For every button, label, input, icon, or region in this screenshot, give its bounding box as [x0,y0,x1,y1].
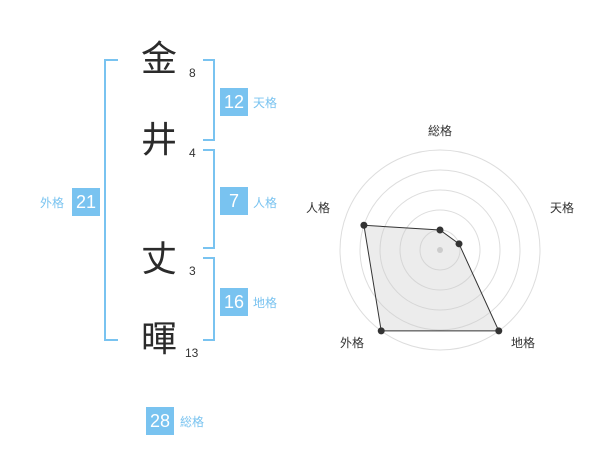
radar-label-soukaku: 総格 [428,124,453,138]
jinkaku-label: 人格 [253,196,278,210]
chikaku-bracket [203,257,215,341]
name-char-1: 金 [140,39,177,80]
chikaku-badge: 16 [220,288,248,316]
name-char-4: 暉 [140,319,177,360]
radar-label-gaikaku: 外格 [340,336,365,350]
stroke-count-4: 13 [185,346,199,360]
tenkaku-label: 天格 [253,96,278,110]
gaikaku-bracket [104,59,118,341]
tenkaku-badge: 12 [220,88,248,116]
name-char-2: 井 [140,120,177,161]
radar-area [363,224,500,332]
soukaku-label: 総格 [180,415,205,429]
radar-ring-4 [359,169,521,331]
name-char-3: 丈 [140,239,177,280]
soukaku-badge: 28 [146,407,174,435]
stroke-count-3: 3 [189,264,196,278]
stroke-count-1: 8 [189,66,196,80]
radar-point-1 [436,226,444,234]
radar-ring-2 [399,209,481,291]
jinkaku-bracket [203,149,215,249]
radar-center [437,247,443,253]
gaikaku-badge: 21 [72,188,100,216]
radar-label-jinkaku: 人格 [306,201,331,215]
radar-label-tenkaku: 天格 [550,201,575,215]
radar-point-2 [455,240,463,248]
radar-label-chikaku: 地格 [511,336,536,350]
radar-ring-3 [379,189,501,311]
chikaku-label: 地格 [253,296,278,310]
radar-point-3 [495,327,503,335]
radar-point-4 [377,327,385,335]
stroke-count-2: 4 [189,146,196,160]
radar-point-5 [360,221,368,229]
tenkaku-bracket [203,59,215,141]
gaikaku-label: 外格 [40,196,65,210]
jinkaku-badge: 7 [220,187,248,215]
